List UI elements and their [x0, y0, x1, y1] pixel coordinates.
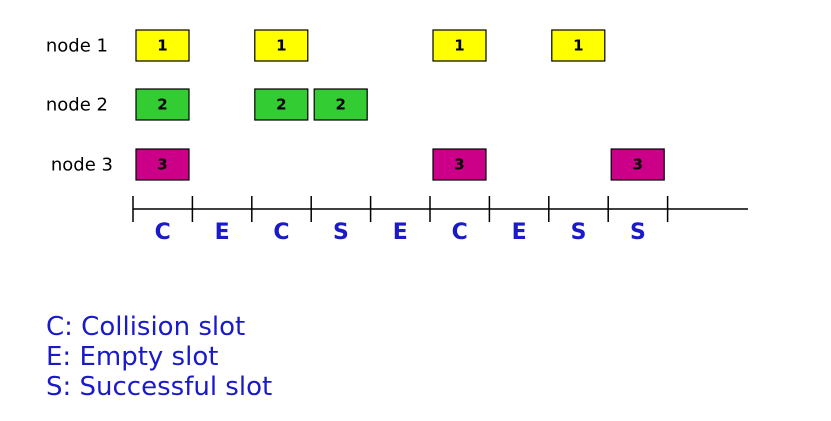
- legend: C: Collision slot E: Empty slot S: Succe…: [46, 312, 272, 402]
- transmission-box: [135, 88, 190, 121]
- transmission-box: [254, 88, 309, 121]
- node-label: node 2: [46, 95, 108, 116]
- slot-letter: C: [452, 220, 468, 245]
- transmission-box: [254, 29, 309, 62]
- legend-successful: S: Successful slot: [46, 372, 273, 402]
- node-label: node 3: [51, 155, 113, 176]
- slot-letter: E: [393, 220, 408, 245]
- transmission-box: [551, 29, 606, 62]
- transmission-box-label: 3: [157, 156, 167, 174]
- transmission-box: [432, 29, 487, 62]
- node-label: node 1: [46, 36, 108, 57]
- transmission-box-label: 2: [157, 96, 167, 114]
- slot-letter: S: [630, 220, 646, 245]
- transmission-box: [432, 148, 487, 181]
- transmission-box: [313, 88, 368, 121]
- slot-letter: E: [215, 220, 230, 245]
- transmission-box-label: 3: [454, 156, 464, 174]
- slot-letter: C: [155, 220, 171, 245]
- slot-letter: C: [273, 220, 289, 245]
- transmission-box-label: 1: [276, 37, 286, 55]
- transmission-box-label: 2: [335, 96, 345, 114]
- legend-collision: C: Collision slot: [46, 312, 246, 342]
- transmission-box-label: 1: [157, 37, 167, 55]
- slot-timeline-diagram: node 1 1 1 1 1 node 2 2 2 2 node 3 3 3 3C E C S E C E S S: [46, 29, 748, 245]
- transmission-box-label: 2: [276, 96, 286, 114]
- transmission-box: [135, 148, 190, 181]
- slot-letter: S: [571, 220, 587, 245]
- transmission-box: [610, 148, 665, 181]
- slot-letter: E: [512, 220, 527, 245]
- transmission-box-label: 1: [454, 37, 464, 55]
- transmission-box-label: 3: [632, 156, 642, 174]
- slot-letter: S: [333, 220, 349, 245]
- legend-empty: E: Empty slot: [46, 342, 219, 372]
- transmission-box-label: 1: [573, 37, 583, 55]
- transmission-box: [135, 29, 190, 62]
